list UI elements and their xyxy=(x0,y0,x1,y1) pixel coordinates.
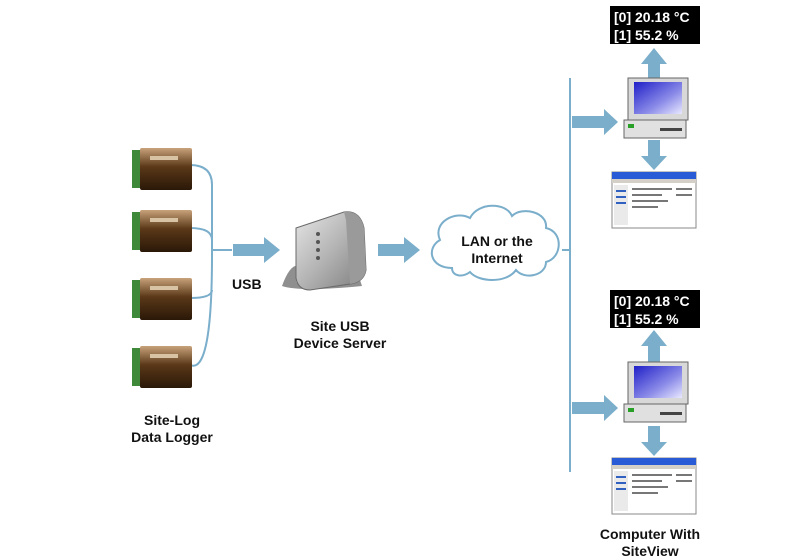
computer-label-line2: SiteView xyxy=(621,543,679,559)
computer-label-line1: Computer With xyxy=(599,526,701,542)
usb-arrow xyxy=(233,237,280,263)
server-to-network-arrow xyxy=(378,237,420,263)
bus-to-computer-2-arrow xyxy=(572,395,618,421)
device-server-label-line1: Site USB xyxy=(310,318,370,334)
siteview-screenshot-2 xyxy=(611,457,697,515)
readout-1-channel-0: [0] 20.18 °C xyxy=(614,9,690,25)
network-label-line2: Internet xyxy=(471,250,523,266)
readout-1-channel-1: [1] 55.2 % xyxy=(614,27,679,43)
network-label: LAN or the Internet xyxy=(442,233,552,267)
readout-2-channel-0: [0] 20.18 °C xyxy=(614,293,690,309)
computer-2-icon xyxy=(623,361,689,423)
data-logger-1 xyxy=(132,148,192,190)
computer-2-to-screen-arrow xyxy=(641,426,667,456)
data-logger-label-line2: Data Logger xyxy=(131,429,213,445)
data-logger-label-line1: Site-Log xyxy=(144,412,200,428)
computer-2-to-readout-arrow xyxy=(641,330,667,362)
device-server-label: Site USB Device Server xyxy=(280,318,400,352)
device-server-icon xyxy=(282,211,367,291)
sensor-readout-1: [0] 20.18 °C [1] 55.2 % xyxy=(610,6,700,44)
sensor-readout-2: [0] 20.18 °C [1] 55.2 % xyxy=(610,290,700,328)
data-logger-4 xyxy=(132,346,192,388)
computer-1-icon xyxy=(623,77,689,139)
network-label-line1: LAN or the xyxy=(461,233,533,249)
data-logger-label: Site-Log Data Logger xyxy=(112,412,232,446)
computer-1-to-readout-arrow xyxy=(641,48,667,80)
readout-2-channel-1: [1] 55.2 % xyxy=(614,311,679,327)
siteview-screenshot-1 xyxy=(611,171,697,229)
network-cloud-icon xyxy=(430,204,560,281)
device-server-label-line2: Device Server xyxy=(293,335,387,351)
computer-label: Computer With SiteView xyxy=(585,526,715,560)
computer-1-to-screen-arrow xyxy=(641,140,667,170)
logger-connector-lines xyxy=(189,164,232,367)
data-logger-3 xyxy=(132,278,192,320)
usb-label: USB xyxy=(232,276,262,292)
data-logger-2 xyxy=(132,210,192,252)
bus-to-computer-1-arrow xyxy=(572,109,618,135)
